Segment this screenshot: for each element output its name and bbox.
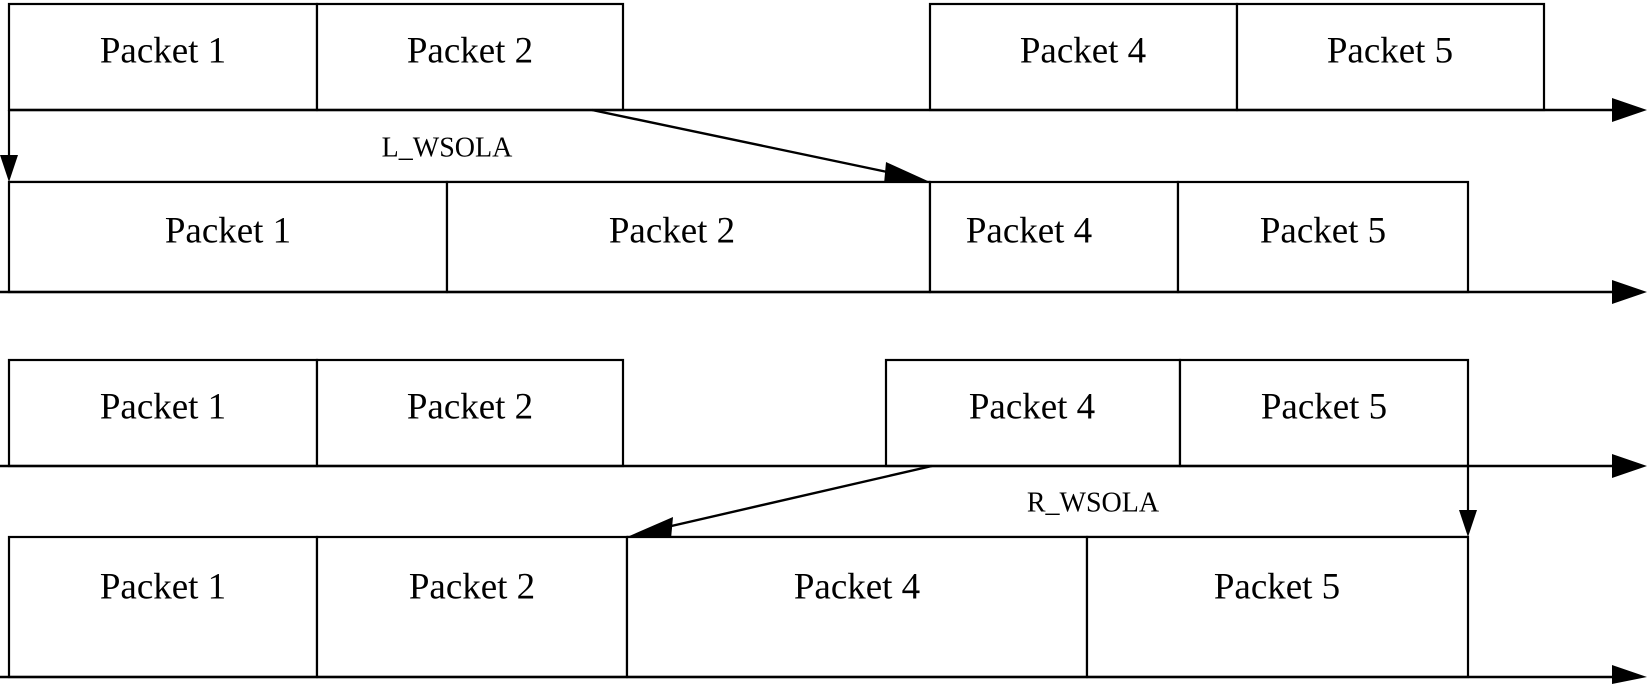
row4-time-axis-arrow-icon [1612,665,1647,684]
row2-box-packet-5 [1176,180,1470,294]
l-wsola-diagonal-line [591,108,917,180]
row4-box-packet-5 [1085,535,1470,679]
row2-label-packet-1: Packet 1 [165,210,291,251]
row1-box-packet-5 [1235,2,1546,112]
row1-time-axis-arrow-icon [1612,98,1647,122]
row3-label-packet-5: Packet 5 [1261,386,1387,427]
row2-label-packet-5: Packet 5 [1260,210,1386,251]
r-wsola-diagonal-arrow-icon [627,517,673,539]
l-wsola-mapping-arrow [591,108,930,184]
row1-box-packet-4 [928,2,1239,112]
row2-label-packet-4: Packet 4 [966,210,1092,251]
row3-box-packet-5 [1178,358,1470,468]
row4-label-packet-5: Packet 5 [1214,566,1340,607]
row1-label-packet-1: Packet 1 [100,30,226,71]
row3-label-packet-2: Packet 2 [407,386,533,427]
row3-time-axis-arrow-icon [1612,454,1647,478]
l-wsola-label: L_WSOLA [382,132,513,163]
row-3-original-right: Packet 1 Packet 2 Packet 4 Packet 5 [0,358,1647,478]
row-4-rwsola-result: Packet 1 Packet 2 Packet 4 Packet 5 [0,535,1647,684]
row2-time-axis-arrow-icon [1612,280,1647,304]
row1-box-packet-1 [7,2,319,112]
row3-box-packet-2 [315,358,625,468]
row4-box-packet-1 [7,535,319,679]
row4-label-packet-4: Packet 4 [794,566,920,607]
row3-box-packet-4 [884,358,1182,468]
row1-label-packet-4: Packet 4 [1020,30,1146,71]
row4-box-packet-4 [625,535,1089,679]
row3-label-packet-4: Packet 4 [969,386,1095,427]
row-1-original-left: Packet 1 Packet 2 Packet 4 Packet 5 [7,2,1647,122]
row4-label-packet-2: Packet 2 [409,566,535,607]
row1-label-packet-2: Packet 2 [407,30,533,71]
r-wsola-mapping-arrow [627,464,933,539]
row2-box-packet-4 [928,180,1180,294]
row4-box-packet-2 [315,535,629,679]
r-wsola-diagonal-line [640,464,933,535]
row3-box-packet-1 [7,358,319,468]
r-wsola-down-arrow-icon [1459,510,1477,537]
row-2-lwsola-result: Packet 1 Packet 2 Packet 4 Packet 5 [0,180,1647,304]
row2-label-packet-2: Packet 2 [609,210,735,251]
l-wsola-diagonal-arrow-icon [884,162,930,184]
r-wsola-label: R_WSOLA [1027,487,1160,518]
row3-label-packet-1: Packet 1 [100,386,226,427]
row1-box-packet-2 [315,2,625,112]
l-wsola-span: L_WSOLA [0,110,930,184]
row4-label-packet-1: Packet 1 [100,566,226,607]
l-wsola-down-arrow-icon [0,155,18,182]
row1-label-packet-5: Packet 5 [1327,30,1453,71]
r-wsola-span: R_WSOLA [627,466,1477,539]
